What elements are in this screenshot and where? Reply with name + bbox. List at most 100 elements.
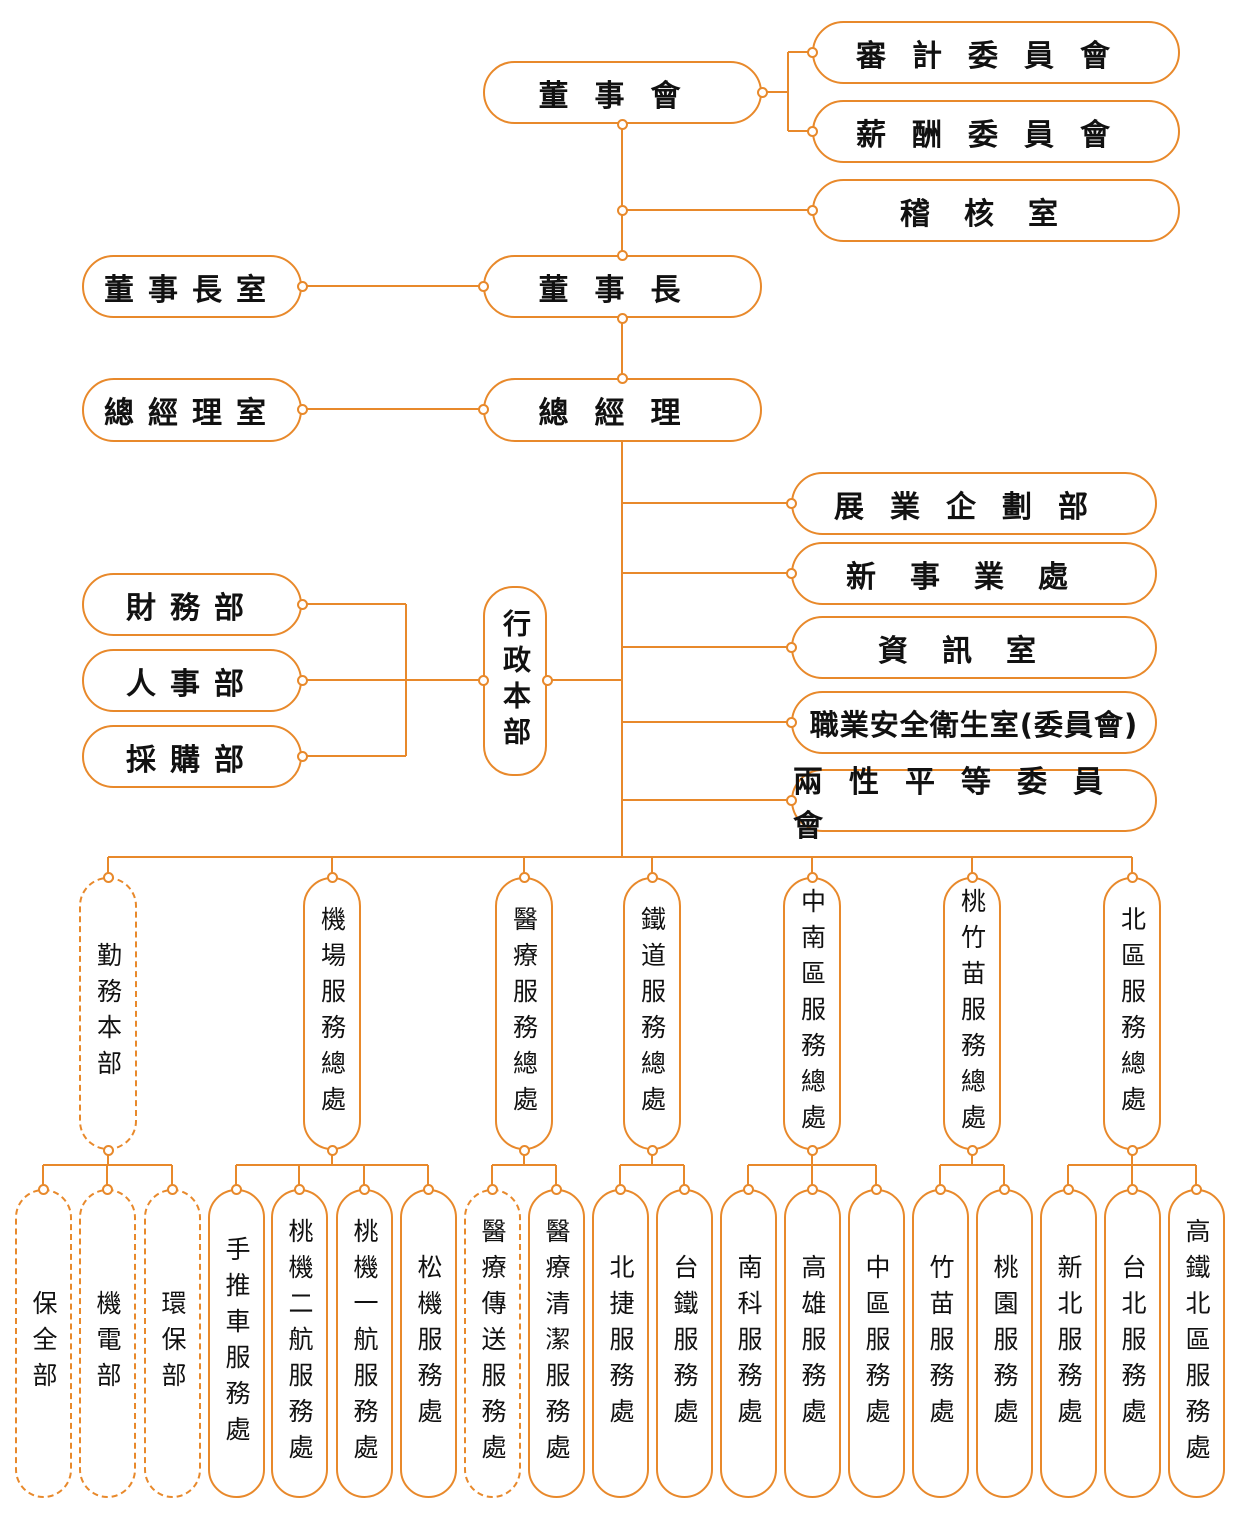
- connector-node: [541, 674, 553, 686]
- service-unit-box: 醫療清潔服務處: [528, 1189, 585, 1498]
- connector-node: [518, 1144, 530, 1156]
- service-unit-box: 機電部: [79, 1189, 136, 1498]
- connector-node: [477, 403, 489, 415]
- division-box: 中南區服務總處: [783, 877, 841, 1150]
- connector-node: [646, 1144, 658, 1156]
- connector-node: [518, 871, 530, 883]
- connector-node: [166, 1183, 178, 1195]
- remuneration-committee-box: 薪酬委員會: [812, 100, 1180, 163]
- service-unit-box-label: 桃園服務處: [990, 1253, 1019, 1434]
- service-unit-box-label: 醫療傳送服務處: [478, 1217, 507, 1470]
- connector-node: [806, 1144, 818, 1156]
- connector-node: [37, 1183, 49, 1195]
- connector-node: [101, 1183, 113, 1195]
- service-unit-box-label: 新北服務處: [1054, 1253, 1083, 1434]
- service-unit-box-label: 桃機一航服務處: [350, 1217, 379, 1470]
- service-unit-box-label: 南科服務處: [734, 1253, 763, 1434]
- service-unit-box: 台鐵服務處: [656, 1189, 713, 1498]
- service-unit-box: 松機服務處: [400, 1189, 457, 1498]
- service-unit-box: 南科服務處: [720, 1189, 777, 1498]
- admin-department-box-label: 採購部: [126, 742, 258, 778]
- service-unit-box-label: 醫療清潔服務處: [542, 1217, 571, 1470]
- service-unit-box: 北捷服務處: [592, 1189, 649, 1498]
- admin-division-box-label: 行政本部: [499, 609, 532, 753]
- admin-department-box: 人事部: [82, 649, 302, 712]
- division-box: 鐵道服務總處: [623, 877, 681, 1150]
- service-unit-box: 桃園服務處: [976, 1189, 1033, 1498]
- connector-node: [296, 598, 308, 610]
- division-box: 北區服務總處: [1103, 877, 1161, 1150]
- connector-node: [614, 1183, 626, 1195]
- service-unit-box: 桃機二航服務處: [271, 1189, 328, 1498]
- connector-node: [646, 871, 658, 883]
- service-unit-box: 醫療傳送服務處: [464, 1189, 521, 1498]
- staff-unit-box-label: 職業安全衛生室(委員會): [809, 707, 1139, 742]
- staff-unit-box: 資訊室: [791, 616, 1157, 679]
- connector-node: [785, 497, 797, 509]
- service-unit-box: 保全部: [15, 1189, 72, 1498]
- service-unit-box: 新北服務處: [1040, 1189, 1097, 1498]
- connector-node: [550, 1183, 562, 1195]
- service-unit-box-label: 松機服務處: [414, 1253, 443, 1434]
- service-unit-box-label: 高鐵北區服務處: [1182, 1217, 1211, 1470]
- connector-node: [785, 641, 797, 653]
- audit-committee-box: 審計委員會: [812, 21, 1180, 84]
- connector-node: [934, 1183, 946, 1195]
- service-unit-box-label: 環保部: [158, 1289, 187, 1398]
- staff-unit-box: 展業企劃部: [791, 472, 1157, 535]
- service-unit-box-label: 中區服務處: [862, 1253, 891, 1434]
- service-unit-box-label: 北捷服務處: [606, 1253, 635, 1434]
- connector-node: [296, 280, 308, 292]
- connector-node: [1062, 1183, 1074, 1195]
- division-box-label: 中南區服務總處: [797, 887, 827, 1140]
- connector-node: [806, 871, 818, 883]
- connector-node: [486, 1183, 498, 1195]
- connector-node: [296, 674, 308, 686]
- connector-node: [785, 716, 797, 728]
- admin-department-box-label: 人事部: [126, 666, 258, 702]
- connector-node: [616, 204, 628, 216]
- connector-node: [756, 86, 768, 98]
- board-box: 董事會: [483, 61, 762, 124]
- remuneration-committee-box-label: 薪酬委員會: [856, 117, 1136, 153]
- division-box-label: 勤務本部: [93, 941, 123, 1086]
- division-box: 機場服務總處: [303, 877, 361, 1150]
- connector-node: [102, 871, 114, 883]
- audit-committee-box-label: 審計委員會: [856, 38, 1136, 74]
- service-unit-box: 手推車服務處: [208, 1189, 265, 1498]
- connector-node: [966, 871, 978, 883]
- service-unit-box: 高鐵北區服務處: [1168, 1189, 1225, 1498]
- service-unit-box-label: 台鐵服務處: [670, 1253, 699, 1434]
- connector-node: [296, 750, 308, 762]
- division-box-label: 機場服務總處: [317, 905, 347, 1122]
- connector-node: [102, 1144, 114, 1156]
- audit-office-box: 稽核室: [812, 179, 1180, 242]
- connector-node: [966, 1144, 978, 1156]
- connector-node: [806, 204, 818, 216]
- chairman-box: 董事長: [483, 255, 762, 318]
- admin-department-box: 財務部: [82, 573, 302, 636]
- connector-node: [1126, 871, 1138, 883]
- connector-node: [358, 1183, 370, 1195]
- admin-department-box: 採購部: [82, 725, 302, 788]
- connector-node: [422, 1183, 434, 1195]
- connector-node: [616, 249, 628, 261]
- division-box: 勤務本部: [79, 877, 137, 1150]
- division-box: 桃竹苗服務總處: [943, 877, 1001, 1150]
- staff-unit-box-label: 資訊室: [878, 633, 1070, 669]
- service-unit-box-label: 桃機二航服務處: [285, 1217, 314, 1470]
- connector-node: [326, 1144, 338, 1156]
- division-box-label: 鐵道服務總處: [637, 905, 667, 1122]
- general-manager-box-label: 總經理: [538, 396, 707, 431]
- service-unit-box: 中區服務處: [848, 1189, 905, 1498]
- division-box: 醫療服務總處: [495, 877, 553, 1150]
- connector-node: [785, 567, 797, 579]
- connector-node: [326, 871, 338, 883]
- service-unit-box-label: 保全部: [29, 1289, 58, 1398]
- connector-node: [296, 403, 308, 415]
- service-unit-box: 高雄服務處: [784, 1189, 841, 1498]
- connector-node: [806, 1183, 818, 1195]
- admin-division-box: 行政本部: [483, 586, 547, 776]
- gm-office-box-label: 總經理室: [104, 396, 280, 431]
